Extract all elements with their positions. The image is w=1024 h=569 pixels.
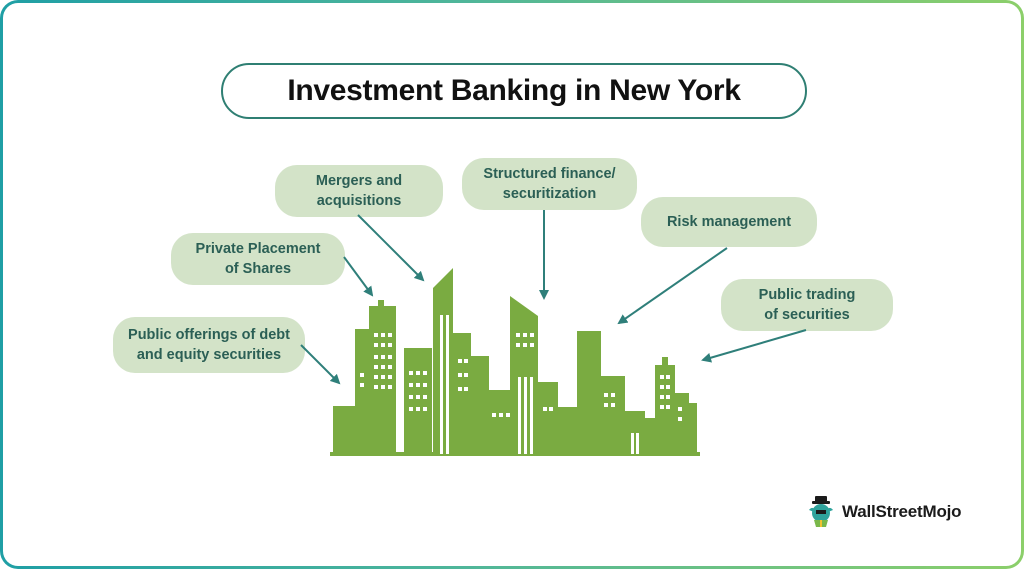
bubble-public-trading: Public trading of securities (721, 279, 893, 331)
bubble-label: Mergers and acquisitions (315, 173, 403, 209)
bubble-label: Private Placement of Shares (195, 241, 321, 277)
arrow-risk (617, 247, 728, 325)
building (623, 411, 645, 454)
building (662, 357, 668, 367)
building (599, 376, 625, 454)
bubble-label: Risk management (666, 214, 792, 230)
building (643, 418, 657, 454)
diagram-canvas: Investment Banking in New York Mergers a… (3, 3, 1021, 566)
bubble-public-offerings: Public offerings of debt and equity secu… (113, 317, 305, 373)
bubble-mergers-acquisitions: Mergers and acquisitions (275, 165, 443, 217)
buildings (330, 268, 700, 456)
building (404, 348, 432, 454)
arrow-public-offerings (300, 344, 341, 385)
page-title: Investment Banking in New York (221, 63, 807, 119)
skyline-illustration (300, 210, 807, 456)
bubble-label: Public trading of securities (758, 287, 856, 323)
building-windows (360, 315, 682, 454)
arrow-private (343, 256, 374, 297)
building (487, 390, 511, 454)
wallstreetmojo-mascot-icon (809, 496, 833, 527)
building (469, 356, 489, 454)
building (453, 333, 471, 454)
building (673, 393, 689, 454)
bubble-risk-management: Risk management (641, 197, 817, 247)
building (687, 403, 697, 454)
building (369, 306, 396, 454)
building (536, 382, 558, 454)
logo-wordmark: WallStreetMojo (842, 502, 962, 521)
building (577, 331, 601, 454)
building (556, 407, 580, 454)
connector-arrows (300, 210, 807, 385)
building (655, 365, 675, 454)
arrow-mergers (357, 214, 425, 282)
bubble-private-placement: Private Placement of Shares (171, 233, 345, 285)
bubble-label: Structured finance/ securitization (483, 166, 616, 202)
bubble-label: Public offerings of debt and equity secu… (128, 327, 290, 363)
building (378, 300, 384, 308)
brand-logo: WallStreetMojo (806, 496, 962, 528)
building (333, 406, 357, 454)
bubble-structured-finance: Structured finance/ securitization (462, 158, 637, 210)
arrow-public-trading (701, 329, 807, 363)
building (355, 329, 373, 454)
